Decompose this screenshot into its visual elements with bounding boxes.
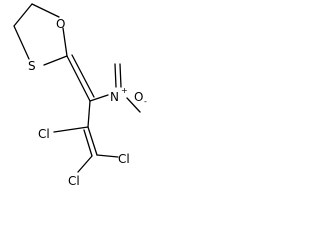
bond-c-nitro-n	[89, 94, 109, 102]
ring-oxygen-label: O	[56, 17, 65, 31]
bond-ch2-oxygen	[31, 3, 60, 18]
bond-ch2-ch2	[13, 3, 33, 27]
ring-sulfur-label: S	[28, 59, 36, 73]
nitro-oxygen-label: O	[134, 90, 143, 104]
nitro-oxygen-charge: -	[144, 97, 147, 106]
bond-sulfur-ch2	[13, 25, 30, 60]
bond-oxygen-c2	[62, 27, 68, 57]
bond-ccl2-cl3	[77, 155, 93, 173]
bond-ccl-ccl2-double-b	[83, 129, 93, 157]
bond-n-o-single	[126, 97, 141, 113]
bond-c2-sulfur	[43, 55, 68, 66]
bond-c2-c-double-a	[66, 55, 91, 102]
chlorine-2-label: Cl	[118, 152, 130, 166]
bond-ccl2-cl2	[96, 154, 119, 158]
nitro-nitrogen-charge: +	[121, 86, 128, 95]
chlorine-3-label: Cl	[68, 174, 80, 188]
bond-ccl-ccl2-double-a	[87, 126, 98, 156]
bond-c2-c-double-b	[71, 54, 95, 98]
bond-n-o-double-b	[114, 63, 117, 88]
nitro-nitrogen-label: N	[110, 90, 119, 104]
bond-n-o-double-a	[119, 63, 122, 88]
chlorine-1-label: Cl	[38, 127, 50, 141]
chemical-structure: O S N + O - Cl Cl Cl	[13, 3, 147, 188]
bond-c-ccl	[87, 100, 91, 128]
bond-ccl-cl1	[53, 126, 89, 133]
